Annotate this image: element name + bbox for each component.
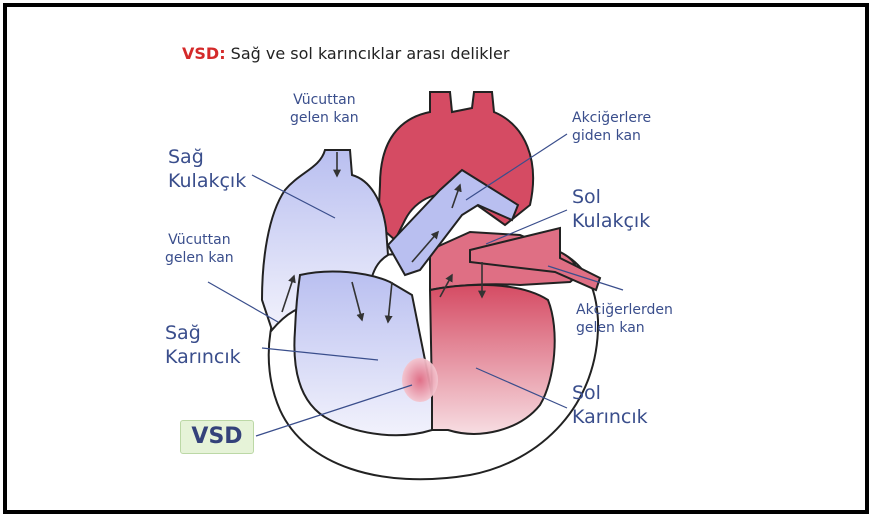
leader-line — [547, 265, 624, 291]
flow-arrow — [411, 230, 440, 263]
vsd-label-box: VSD — [180, 420, 254, 454]
right-ventricle — [293, 270, 433, 437]
leader-line — [251, 174, 336, 219]
pulmonary-artery — [386, 168, 520, 277]
title-code: VSD: — [182, 44, 226, 63]
title-text: Sağ ve sol karıncıklar arası delikler — [225, 44, 510, 63]
flow-arrow — [351, 281, 365, 322]
leader-line — [475, 367, 568, 409]
pulmonary-veins — [469, 226, 602, 292]
vsd-hole — [402, 358, 438, 402]
leader-line — [207, 281, 279, 323]
left-ventricle — [428, 283, 556, 435]
diagram-title: VSD: Sağ ve sol karıncıklar arası delikl… — [182, 44, 509, 63]
vsd-label: VSD — [191, 424, 243, 449]
leader-line — [485, 209, 568, 245]
flow-arrow — [439, 273, 453, 298]
leader-line — [255, 384, 413, 437]
flow-arrow — [451, 183, 462, 209]
flow-arrow — [384, 281, 393, 324]
leader-lines — [207, 133, 624, 437]
flow-arrow — [281, 274, 296, 313]
flow-arrows — [281, 152, 486, 324]
leader-line — [465, 133, 568, 201]
leader-line — [261, 347, 379, 361]
